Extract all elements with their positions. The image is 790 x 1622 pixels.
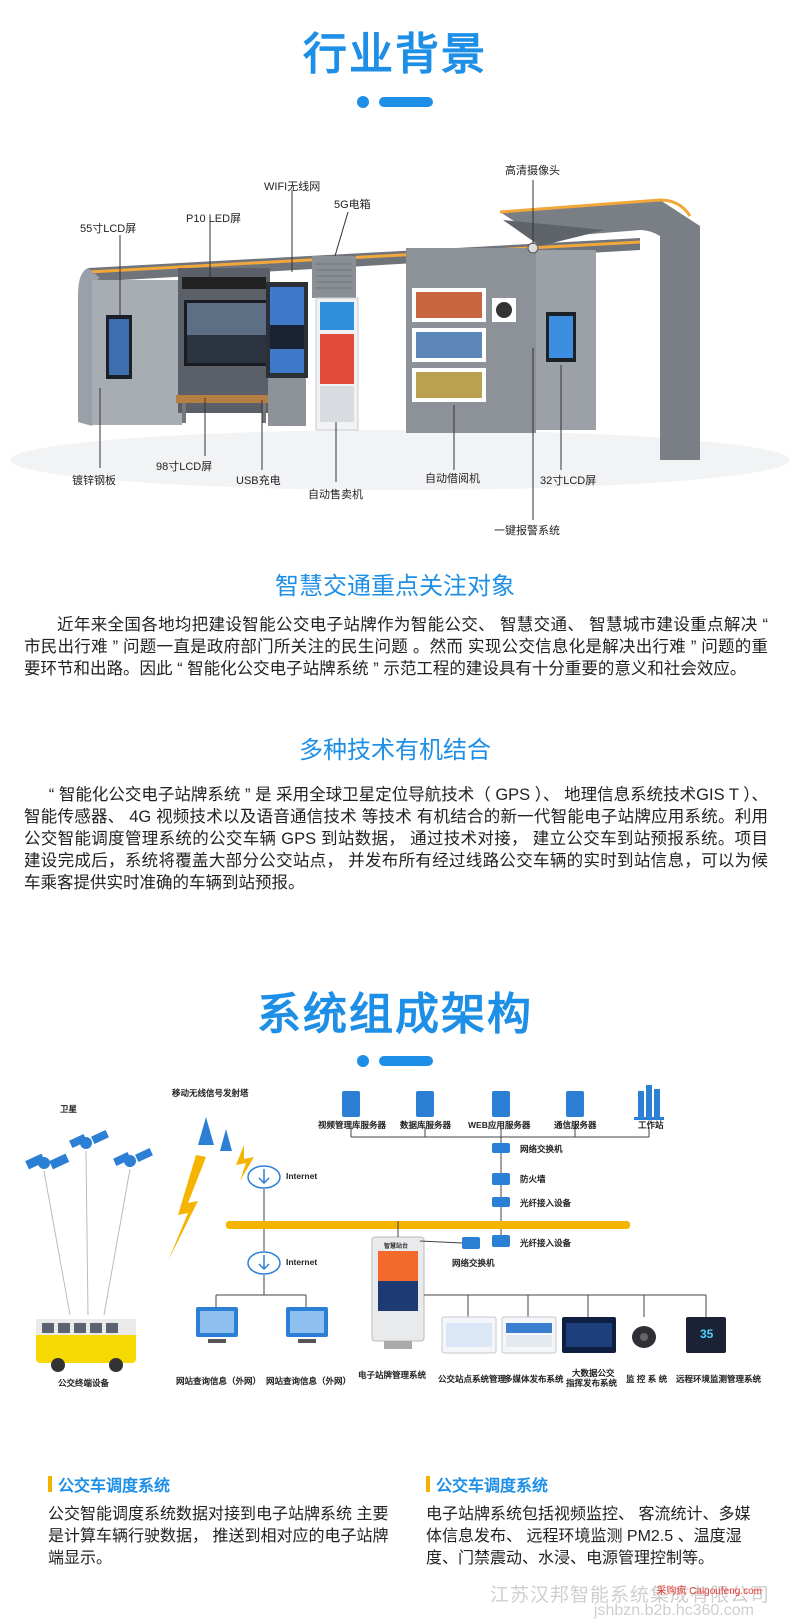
env-value: 35 bbox=[700, 1327, 714, 1341]
label-camera: 高清摄像头 bbox=[505, 165, 560, 177]
bus-shelter-drawing bbox=[10, 180, 790, 520]
col-left-head: 公交车调度系统 bbox=[58, 1478, 171, 1495]
bus-shelter-illustration: 高清摄像头 WIFI无线网 5G电箱 P10 LED屏 55寸LCD屏 镀锌钢板… bbox=[0, 160, 790, 560]
label-web-query-1: 网站查询信息（外网） bbox=[176, 1376, 262, 1386]
label-workstation: 工作站 bbox=[638, 1120, 664, 1130]
computer-icon-2 bbox=[286, 1307, 328, 1343]
architecture-diagram: 卫星 移动无线信号发射塔 Internet Internet 公交终端设备 网站… bbox=[0, 1085, 790, 1475]
label-switch-top: 网络交换机 bbox=[520, 1144, 563, 1154]
label-p10-led: P10 LED屏 bbox=[186, 213, 242, 225]
section-title-background: 行业背景 bbox=[303, 30, 487, 79]
label-satellite: 卫星 bbox=[60, 1104, 78, 1114]
architecture-drawing bbox=[25, 1085, 726, 1372]
label-fiber-top: 光纤接入设备 bbox=[520, 1198, 572, 1208]
label-alarm: 一键报警系统 bbox=[494, 525, 560, 537]
kiosk-icon bbox=[371, 1236, 425, 1349]
label-5g-box: 5G电箱 bbox=[334, 199, 371, 211]
subhead-smart-traffic: 智慧交通重点关注对象 bbox=[275, 573, 515, 600]
label-55-lcd: 55寸LCD屏 bbox=[80, 223, 137, 235]
label-kiosk-screen: 智慧站台 bbox=[384, 1244, 409, 1250]
title-decoration bbox=[0, 96, 790, 108]
decoration-dot bbox=[357, 1055, 369, 1067]
col-dispatch-right: 公交车调度系统 电子站牌系统包括视频监控、 客流统计、多媒体信息发布、 远程环境… bbox=[426, 1472, 766, 1570]
label-bigdata-1: 大数据公交 bbox=[572, 1368, 615, 1378]
label-db-server: 数据库服务器 bbox=[400, 1120, 452, 1130]
label-library: 自动借阅机 bbox=[425, 473, 480, 485]
label-fiber-bottom: 光纤接入设备 bbox=[520, 1238, 572, 1248]
label-eboard-mgmt: 电子站牌管理系统 bbox=[358, 1370, 427, 1380]
computer-icon bbox=[196, 1307, 238, 1343]
label-bigdata-2: 指挥发布系统 bbox=[566, 1378, 618, 1388]
decoration-bar bbox=[379, 1056, 433, 1066]
col-dispatch-left: 公交车调度系统 公交智能调度系统数据对接到电子站牌系统 主要是计算车辆行驶数据，… bbox=[48, 1472, 398, 1570]
label-internet-top: Internet bbox=[286, 1171, 318, 1181]
watermark-url: jshbzn.b2b.hc360.com bbox=[593, 1602, 754, 1619]
heading-marker bbox=[48, 1476, 52, 1492]
watermark-site: 采购疯 Caigoufeng.com bbox=[656, 1586, 762, 1597]
label-bus-stop-mgmt: 公交站点系统管理 bbox=[438, 1374, 507, 1384]
label-wifi: WIFI无线网 bbox=[264, 181, 321, 193]
label-switch-bottom: 网络交换机 bbox=[452, 1258, 495, 1268]
tower-icon bbox=[198, 1117, 232, 1151]
label-bus-terminal: 公交终端设备 bbox=[58, 1378, 110, 1388]
label-comm-server: 通信服务器 bbox=[554, 1120, 597, 1130]
label-web-query-2: 网站查询信息（外网） bbox=[266, 1376, 352, 1386]
title-decoration-2 bbox=[0, 1055, 790, 1067]
paragraph-smart-traffic: 近年来全国各地均把建设智能公交电子站牌作为智能公交、 智慧交通、 智慧城市建设重… bbox=[24, 616, 768, 678]
label-steel: 镀锌钢板 bbox=[72, 475, 116, 487]
label-98-lcd: 98寸LCD屏 bbox=[156, 461, 213, 473]
heading-marker bbox=[426, 1476, 430, 1492]
label-tower: 移动无线信号发射塔 bbox=[172, 1088, 249, 1098]
satellite-icon bbox=[25, 1129, 153, 1170]
section-title-architecture: 系统组成架构 bbox=[257, 990, 533, 1039]
label-internet-bottom: Internet bbox=[286, 1257, 318, 1267]
paragraph-tech-combination: “ 智能化公交电子站牌系统 ” 是 采用全球卫星定位导航技术（ GPS ）、 地… bbox=[24, 786, 768, 892]
col-right-head: 公交车调度系统 bbox=[436, 1478, 549, 1495]
subhead-tech-combination: 多种技术有机结合 bbox=[299, 737, 491, 764]
label-usb: USB充电 bbox=[236, 475, 281, 487]
decoration-bar bbox=[379, 97, 433, 107]
workstation-icon bbox=[634, 1085, 664, 1120]
label-web-server: WEB应用服务器 bbox=[468, 1120, 531, 1130]
col-right-body: 电子站牌系统包括视频监控、 客流统计、多媒体信息发布、 远程环境监测 PM2.5… bbox=[426, 1506, 751, 1567]
label-monitor: 监 控 系 统 bbox=[626, 1374, 668, 1384]
label-env-monitor: 远程环境监测管理系统 bbox=[676, 1374, 762, 1384]
watermark-company: 江苏汉邦智能系统集成有限公司 bbox=[489, 1585, 770, 1606]
col-left-body: 公交智能调度系统数据对接到电子站牌系统 主要是计算车辆行驶数据， 推送到相对应的… bbox=[48, 1506, 389, 1567]
label-firewall: 防火墙 bbox=[520, 1174, 546, 1184]
label-32-lcd: 32寸LCD屏 bbox=[540, 475, 597, 487]
label-vending: 自动售卖机 bbox=[308, 489, 363, 501]
decoration-dot bbox=[357, 96, 369, 108]
label-media: 多媒体发布系统 bbox=[504, 1374, 564, 1384]
label-video-server: 视频管理库服务器 bbox=[318, 1120, 387, 1130]
